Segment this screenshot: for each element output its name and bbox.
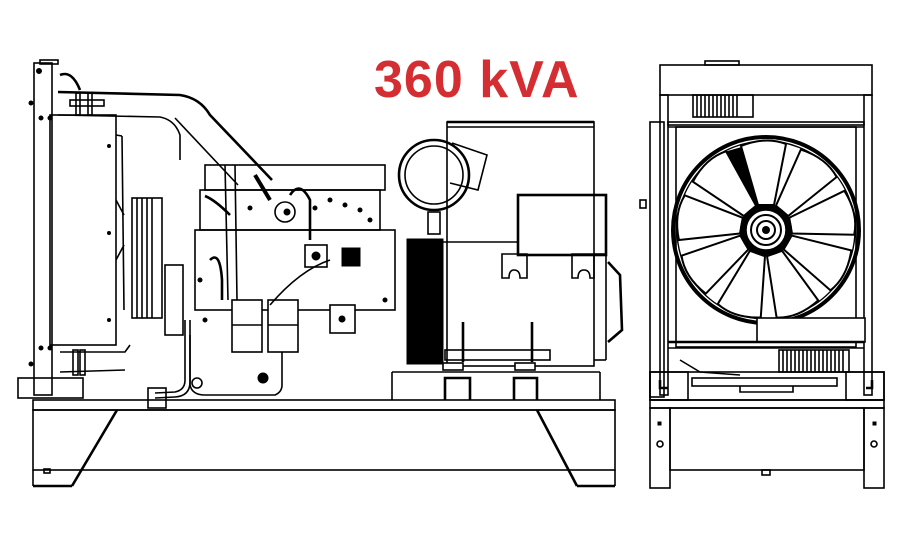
radiator-header-bottom — [778, 349, 850, 373]
alternator — [391, 120, 624, 400]
top-panel — [659, 64, 873, 96]
engine — [59, 164, 396, 409]
front-base — [649, 371, 885, 489]
fan-blades — [676, 139, 857, 319]
rating-title: 360 kVA — [374, 51, 580, 109]
radiator-header-top — [692, 94, 754, 118]
front-view — [639, 60, 885, 489]
radiator — [17, 59, 125, 399]
flywheel-housing — [406, 238, 444, 365]
fan-hub — [740, 204, 792, 256]
air-filter — [397, 138, 488, 235]
coolant-pipe — [57, 72, 273, 186]
side-view — [17, 59, 624, 488]
base-frame — [32, 399, 616, 488]
cooling-fan — [671, 135, 861, 325]
